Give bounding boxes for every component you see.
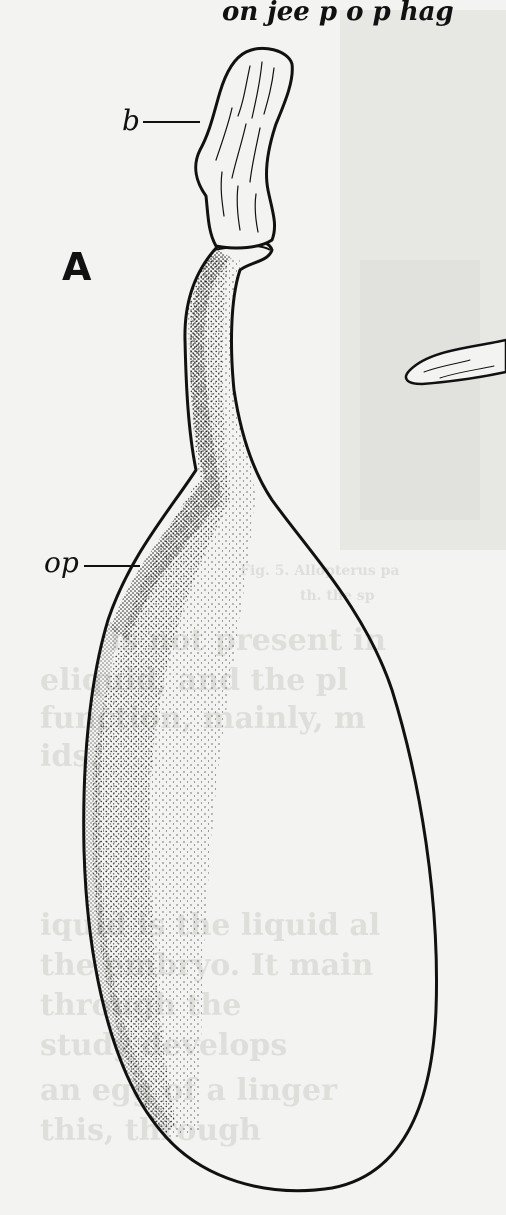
stalk-b-outline	[194, 47, 294, 250]
body-outline	[82, 237, 438, 1193]
stipple-dense-edge	[110, 248, 232, 640]
stipple-medium-band	[91, 250, 231, 1135]
bleed-line: the embryo. It main	[40, 948, 374, 983]
stipple-dense-left-rim	[83, 620, 170, 1130]
label-op: op	[44, 546, 79, 579]
page-header-fragment: on jee p o p hag	[222, 0, 454, 27]
ghost-figure-box-2	[360, 260, 480, 520]
side-fragment	[404, 338, 506, 386]
bleed-line: Fig. 5. Allopterus pa	[240, 563, 399, 579]
stipple-shading	[83, 248, 256, 1140]
label-b: b	[122, 104, 140, 137]
side-fragment-striations	[423, 359, 495, 379]
stalk-b-striations	[215, 61, 275, 233]
panel-letter: A	[62, 245, 92, 289]
bleed-line: th. the sp	[300, 588, 375, 604]
